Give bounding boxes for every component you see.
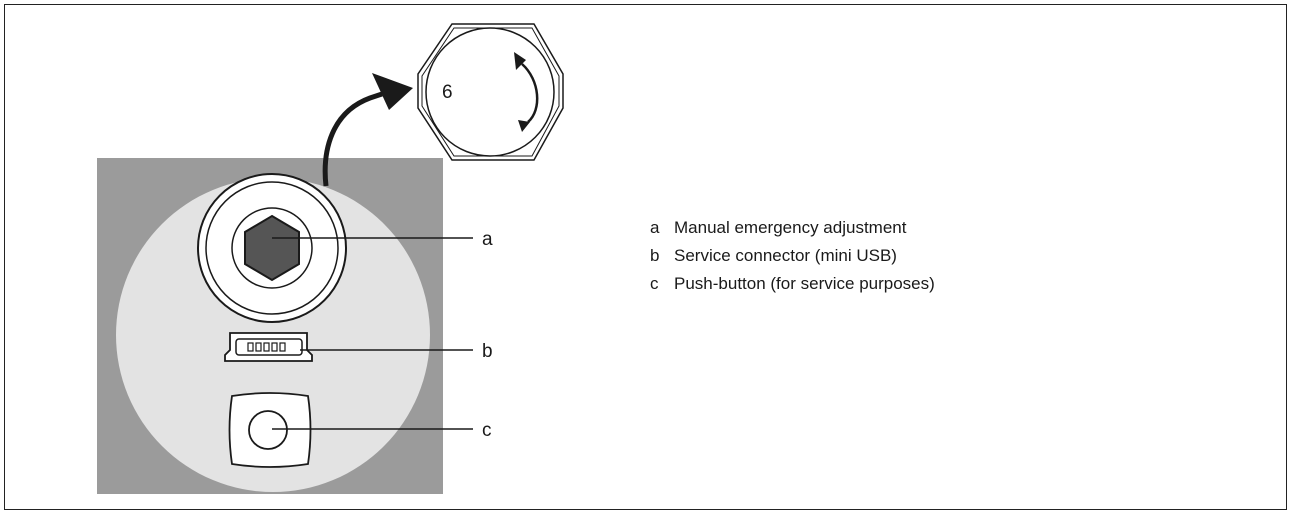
callout-label-c: c [482, 420, 492, 441]
curved-arrow-icon [322, 91, 383, 187]
callout-label-b: b [482, 341, 493, 362]
legend-item-a: a Manual emergency adjustment [650, 214, 935, 242]
hexagon-socket-icon [244, 214, 300, 282]
dial-value: 6 [442, 82, 453, 103]
figure-frame [4, 4, 1287, 510]
legend-item-b: b Service connector (mini USB) [650, 242, 935, 270]
curved-arrow-head-icon [372, 73, 413, 110]
mini-usb-connector[interactable] [224, 332, 313, 362]
emergency-adjustment-knob[interactable] [197, 173, 347, 323]
service-push-button[interactable] [228, 392, 312, 468]
rotation-arrow-icon [521, 63, 539, 123]
legend-text: Push-button (for service purposes) [674, 274, 935, 293]
legend-key: b [650, 246, 660, 265]
legend-item-c: c Push-button (for service purposes) [650, 270, 935, 298]
legend-text: Service connector (mini USB) [674, 246, 897, 265]
adjustment-dial: 6 [417, 23, 564, 161]
legend: a Manual emergency adjustment b Service … [650, 214, 935, 298]
callout-label-a: a [482, 229, 493, 250]
legend-text: Manual emergency adjustment [674, 218, 907, 237]
legend-key: a [650, 218, 660, 237]
legend-key: c [650, 274, 659, 293]
